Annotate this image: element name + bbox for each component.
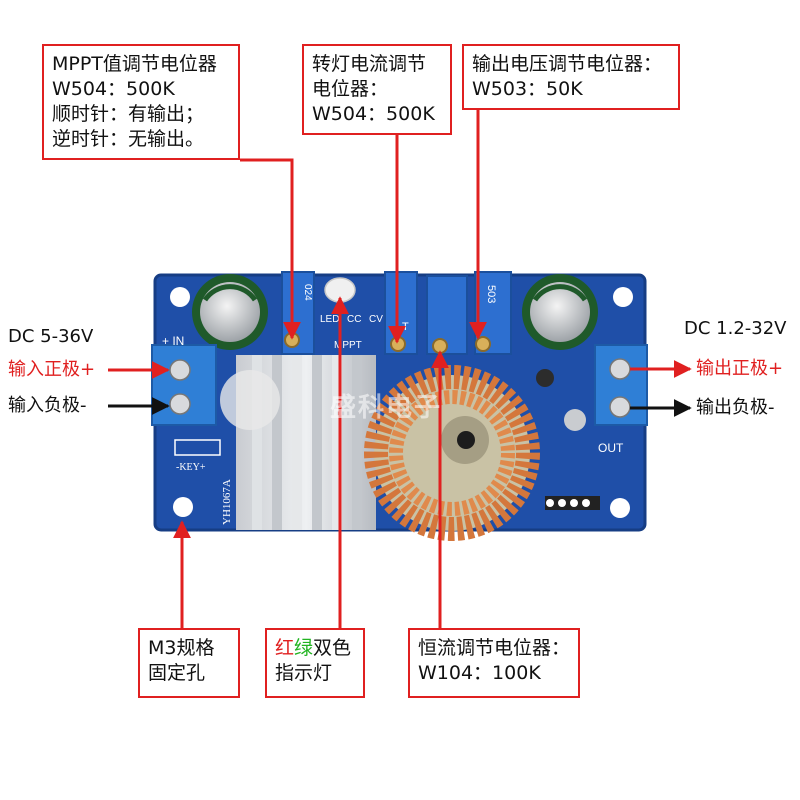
output-positive-label: 输出正极+ [696,358,784,379]
callout-lamp-line-3: W504：500K [312,103,435,125]
watermark: 盛科电子 [330,393,443,423]
mount-hole-bottom-left [173,497,193,517]
callout-cc-pot: 恒流调节电位器： W104：100K [408,628,580,698]
callout-led-line-1: 红绿双色 [275,636,355,661]
callout-lamp-line-1: 转灯电流调节 [312,53,427,75]
key-pad [174,439,221,456]
output-capacitor [522,274,598,350]
mount-hole-top-left [170,287,190,307]
silk-cv: CV [369,314,383,325]
input-negative-label: 输入负极- [8,395,87,416]
output-terminal-block [594,344,648,426]
silk-led: LED [320,314,339,325]
callout-mppt-line-3: 顺时针：有输出； [52,103,205,125]
input-capacitor [192,274,268,350]
input-positive-label: 输入正极+ [8,359,96,380]
silk-model: YH1067A [221,479,233,525]
input-terminal-block [151,344,217,426]
pad-circle [220,370,280,430]
silk-in: + IN [162,334,184,348]
output-negative-label: 输出负极- [696,397,775,418]
toroid-inductor [364,365,540,541]
callout-mount-line-2: 固定孔 [148,662,206,684]
callout-mount-hole: M3规格 固定孔 [138,628,240,698]
output-negative-screw [609,396,631,418]
callout-cc-line-2: W104：100K [418,662,541,684]
callout-voltage-pot: 输出电压调节电位器： W503：50K [462,44,680,110]
output-voltage-range: DC 1.2-32V [684,318,787,339]
led-red-word: 红 [275,637,295,659]
pot-constant-current [426,275,468,355]
pad-right [564,409,586,431]
callout-mount-line-1: M3规格 [148,637,215,659]
header-pins [545,496,600,510]
silk-mppt: MPPT [334,340,362,351]
callout-led-line-2: 指示灯 [275,662,333,684]
callout-voltage-line-1: 输出电压调节电位器： [472,53,663,75]
silk-key: -KEY+ [176,462,206,473]
silk-out: OUT [598,441,624,455]
silk-pot-code-2: T [402,321,409,333]
led-bicolor-word: 双色 [313,637,352,659]
output-positive-screw [609,358,631,380]
pot-output-voltage [474,271,512,355]
pot-lamp-current [384,271,418,355]
callout-lamp-line-2: 电位器： [312,78,389,100]
callout-mppt-line-1: MPPT值调节电位器 [52,53,217,75]
input-positive-screw [169,359,191,381]
silk-pot-code-1: 024 [302,284,313,301]
callout-lamp-current-pot: 转灯电流调节 电位器： W504：500K [302,44,452,135]
silk-cc: CC [347,314,361,325]
callout-led: 红绿双色 指示灯 [265,628,365,698]
callout-voltage-line-2: W503：50K [472,78,583,100]
callout-mppt-line-2: W504：500K [52,78,175,100]
callout-mppt-line-4: 逆时针：无输出。 [52,128,205,150]
silk-pot-code-3: 503 [485,285,497,303]
led-green-word: 绿 [294,637,314,659]
input-negative-screw [169,393,191,415]
mount-hole-bottom-right [610,498,630,518]
mount-hole-top-right [613,287,633,307]
callout-mppt-pot: MPPT值调节电位器 W504：500K 顺时针：有输出； 逆时针：无输出。 [42,44,240,160]
callout-cc-line-1: 恒流调节电位器： [418,637,571,659]
input-voltage-range: DC 5-36V [8,326,94,347]
mount-hole-inner [536,369,554,387]
leader-mppt [240,158,301,340]
